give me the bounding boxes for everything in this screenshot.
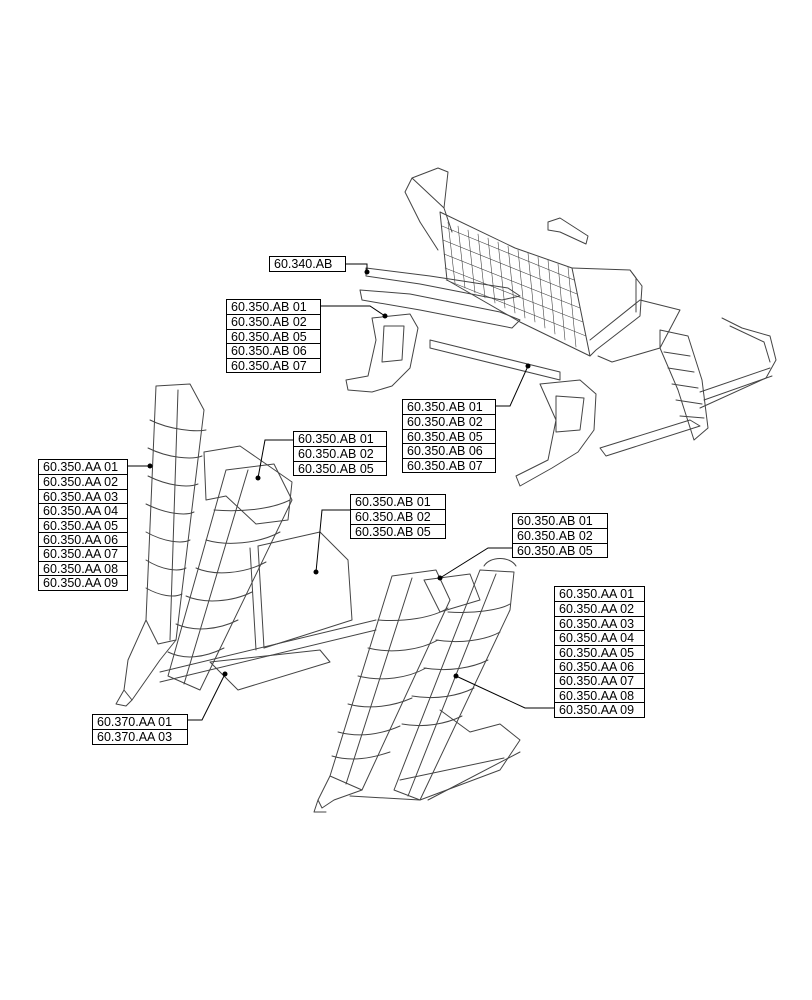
callout-60-350-aa-right: 60.350.AA 01 60.350.AA 02 60.350.AA 03 6… — [554, 586, 645, 718]
part-ref-link[interactable]: 60.350.AB 02 — [294, 446, 386, 461]
part-ref-link[interactable]: 60.350.AA 09 — [39, 575, 127, 590]
callout-60-350-ab-right: 60.350.AB 01 60.350.AB 02 60.350.AB 05 6… — [402, 399, 496, 473]
part-ref-link[interactable]: 60.350.AA 04 — [39, 503, 127, 518]
part-ref-link[interactable]: 60.350.AB 01 — [355, 495, 431, 509]
part-ref-link[interactable]: 60.350.AA 07 — [555, 673, 644, 688]
part-ref-link[interactable]: 60.350.AB 07 — [227, 357, 320, 373]
part-ref-link[interactable]: 60.350.AA 01 — [43, 460, 119, 474]
part-ref-link[interactable]: 60.350.AB 05 — [513, 542, 607, 558]
part-ref-link[interactable]: 60.350.AB 01 — [407, 400, 483, 414]
part-ref-link[interactable]: 60.350.AB 01 — [231, 300, 307, 314]
part-ref-link[interactable]: 60.350.AA 07 — [39, 546, 127, 561]
part-ref-link[interactable]: 60.350.AB 02 — [513, 528, 607, 543]
part-ref-link[interactable]: 60.350.AB 05 — [351, 523, 445, 539]
part-ref-link[interactable]: 60.350.AA 09 — [555, 702, 644, 717]
part-ref-link[interactable]: 60.350.AB 05 — [294, 460, 386, 476]
part-ref-link[interactable]: 60.350.AB 02 — [403, 414, 495, 429]
platform-assembly — [345, 167, 777, 487]
part-ref-link[interactable]: 60.350.AB 06 — [403, 443, 495, 458]
part-ref-link[interactable]: 60.350.AB 01 — [298, 432, 374, 446]
part-ref-link[interactable]: 60.350.AB 01 — [517, 514, 593, 528]
leader-dots — [147, 269, 531, 679]
part-ref-link[interactable]: 60.350.AA 03 — [555, 615, 644, 631]
part-ref-link[interactable]: 60.350.AA 06 — [39, 531, 127, 547]
part-ref-link[interactable]: 60.350.AA 08 — [555, 687, 644, 703]
callout-60-370-aa: 60.370.AA 01 60.370.AA 03 — [92, 714, 188, 745]
callout-60-350-ab-mid: 60.350.AB 01 60.350.AB 02 60.350.AB 05 — [350, 494, 446, 540]
part-ref-link[interactable]: 60.350.AA 01 — [559, 587, 635, 601]
part-ref-link[interactable]: 60.350.AB 02 — [227, 314, 320, 329]
callout-60-350-ab-auger-left: 60.350.AB 01 60.350.AB 02 60.350.AB 05 — [293, 431, 387, 477]
part-ref-link[interactable]: 60.350.AB 02 — [351, 509, 445, 524]
part-ref-link[interactable]: 60.350.AB 07 — [403, 457, 495, 473]
callout-60-350-ab-auger-right: 60.350.AB 01 60.350.AB 02 60.350.AB 05 — [512, 513, 608, 559]
part-ref-link[interactable]: 60.370.AA 01 — [97, 715, 173, 729]
callout-60-350-ab-upper: 60.350.AB 01 60.350.AB 02 60.350.AB 05 6… — [226, 299, 321, 373]
leader-lines — [126, 263, 554, 721]
part-ref-link[interactable]: 60.350.AA 04 — [555, 630, 644, 645]
part-ref-link[interactable]: 60.350.AA 06 — [555, 658, 644, 674]
part-ref-link[interactable]: 60.350.AA 08 — [39, 560, 127, 576]
part-ref-link[interactable]: 60.350.AA 05 — [39, 517, 127, 533]
left-auger-assembly — [115, 383, 377, 707]
part-ref-link[interactable]: 60.350.AA 02 — [39, 474, 127, 489]
part-ref-link[interactable]: 60.350.AB 06 — [227, 343, 320, 358]
part-ref-link[interactable]: 60.350.AA 02 — [555, 601, 644, 616]
callout-60-350-aa-left: 60.350.AA 01 60.350.AA 02 60.350.AA 03 6… — [38, 459, 128, 591]
callout-60-340-ab: 60.340.AB — [269, 256, 346, 273]
part-ref-link[interactable]: 60.350.AB 05 — [403, 428, 495, 444]
right-auger-assembly — [313, 558, 521, 813]
part-ref-link[interactable]: 60.350.AB 05 — [227, 328, 320, 344]
part-ref-link[interactable]: 60.350.AA 03 — [39, 488, 127, 504]
part-ref-link[interactable]: 60.350.AA 05 — [555, 644, 644, 660]
part-ref-link[interactable]: 60.340.AB — [274, 257, 333, 271]
part-ref-link[interactable]: 60.370.AA 03 — [93, 729, 187, 744]
